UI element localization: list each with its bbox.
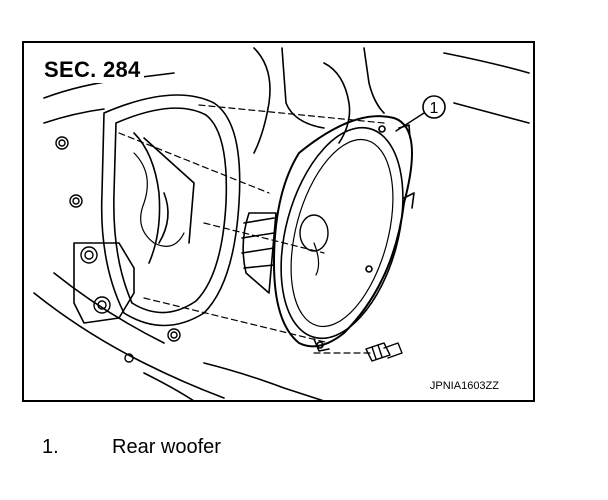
section-label: SEC. 284 <box>41 57 144 83</box>
speaker-opening <box>100 94 241 327</box>
mounting-screw <box>365 342 403 362</box>
callout-circle <box>422 95 446 119</box>
legend-item: 1. Rear woofer <box>42 436 221 459</box>
wiring-harness <box>133 152 185 247</box>
callout-leader <box>395 112 425 132</box>
diagram-figure: 1 SEC. 284 JPNIA1603ZZ <box>22 41 535 402</box>
panel-bolts <box>55 136 181 363</box>
door-panel-lines <box>33 47 530 400</box>
rear-woofer <box>241 115 415 352</box>
legend-label: Rear woofer <box>112 436 221 458</box>
speaker-illustration: 1 <box>33 47 530 400</box>
legend-number: 1. <box>42 436 59 458</box>
mounting-bracket <box>73 242 135 324</box>
callout-number: 1 <box>430 100 439 117</box>
figure-code: JPNIA1603ZZ <box>429 380 499 392</box>
